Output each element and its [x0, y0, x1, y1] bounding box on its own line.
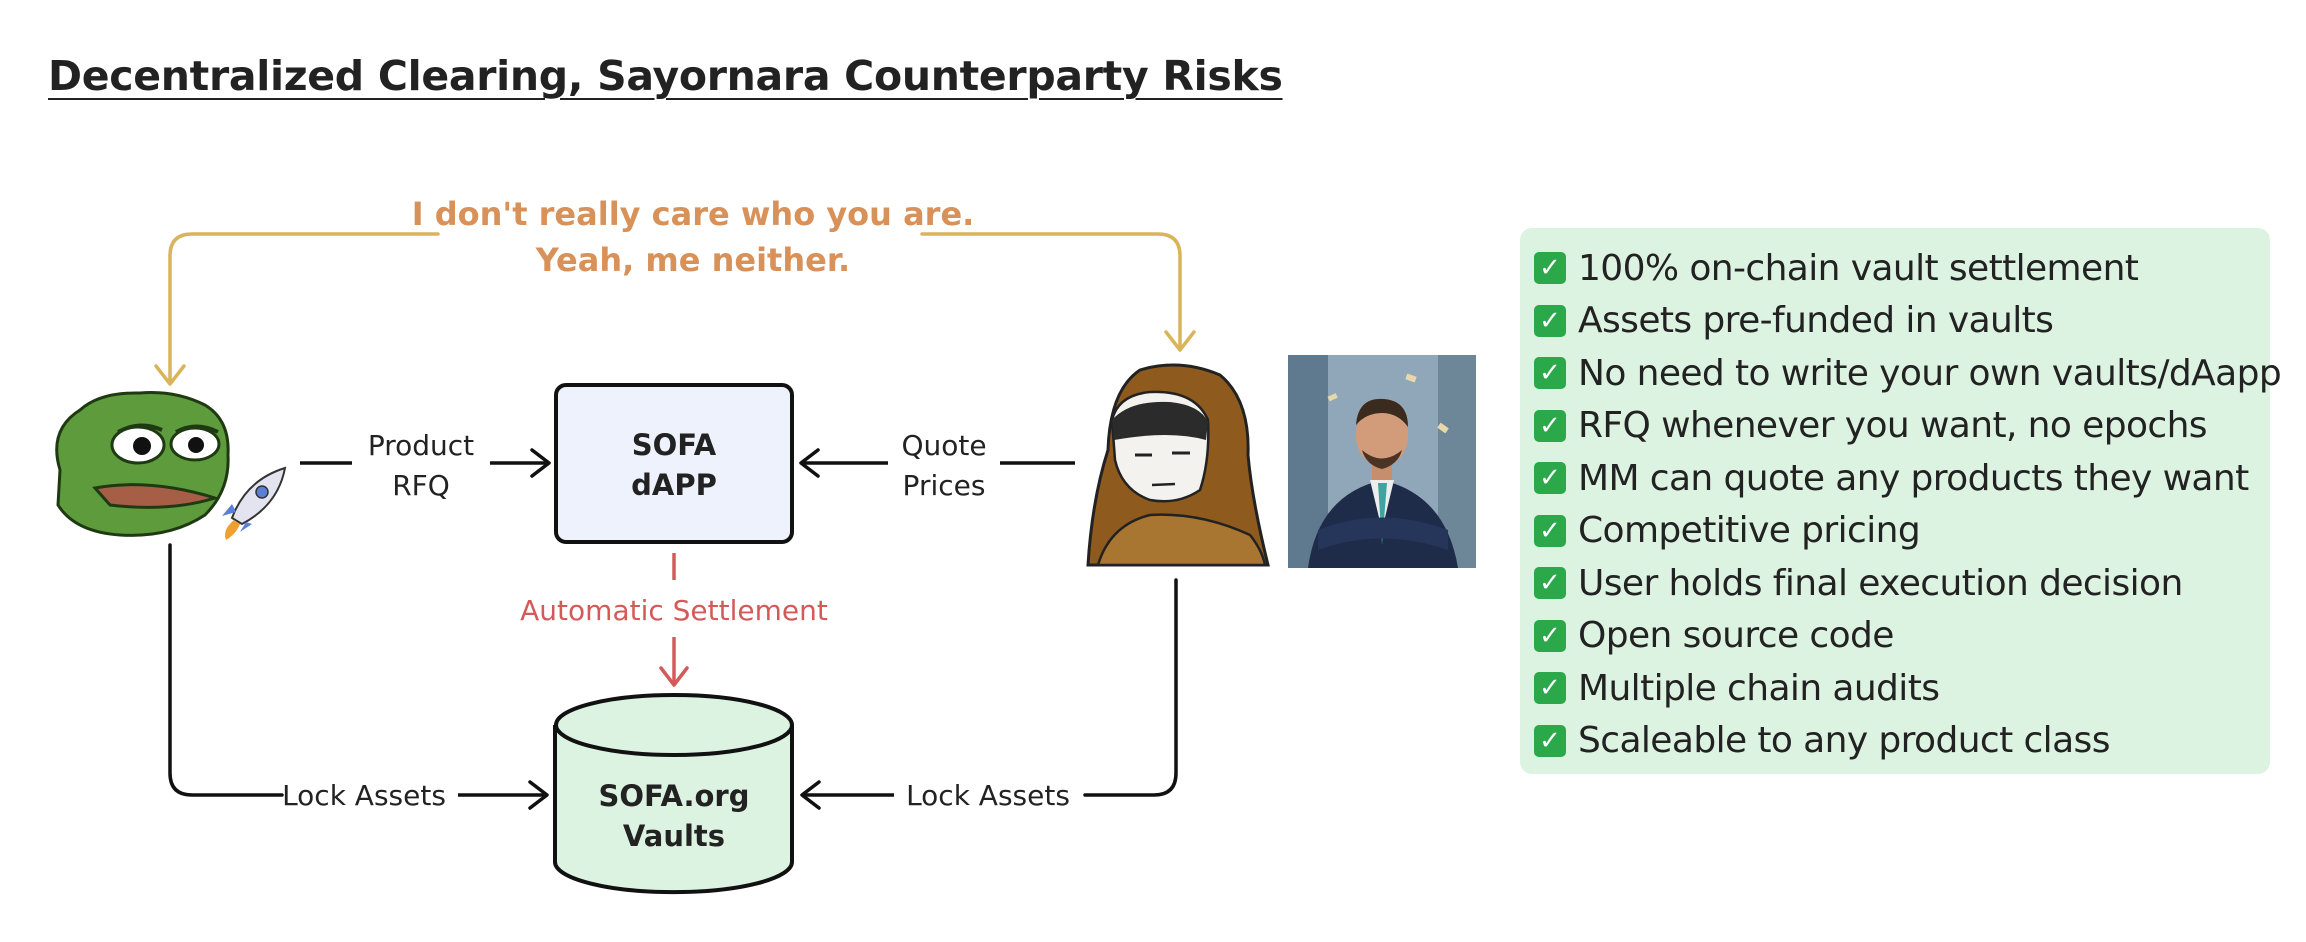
dapp-label-2: dAPP — [631, 468, 717, 502]
hooded-character-icon — [1086, 363, 1270, 567]
product-rfq-label-2: RFQ — [392, 469, 450, 502]
vaults-label-2: Vaults — [623, 819, 725, 853]
pepe-frog-icon — [55, 391, 230, 537]
sofa-vaults-cylinder: SOFA.org Vaults — [553, 693, 794, 895]
sofa-dapp-box: SOFA dAPP — [554, 383, 794, 544]
checkmark-icon: ✓ — [1534, 567, 1566, 600]
feature-item: ✓RFQ whenever you want, no epochs — [1534, 400, 2270, 453]
quote-line-2: Yeah, me neither. — [535, 241, 850, 279]
features-list: ✓100% on-chain vault settlement ✓Assets … — [1520, 228, 2282, 768]
checkmark-icon: ✓ — [1534, 462, 1566, 495]
checkmark-icon: ✓ — [1534, 514, 1566, 547]
feature-item: ✓100% on-chain vault settlement — [1534, 242, 2270, 295]
lock-assets-right-line — [1083, 578, 1178, 797]
dapp-label-1: SOFA — [632, 428, 717, 462]
top-connector — [154, 232, 1196, 386]
lock-assets-right-label: Lock Assets — [906, 779, 1070, 812]
feature-item: ✓Competitive pricing — [1534, 505, 2270, 558]
feature-item: ✓Open source code — [1534, 610, 2270, 663]
checkmark-icon: ✓ — [1534, 619, 1566, 652]
vaults-label-1: SOFA.org — [598, 779, 749, 813]
checkmark-icon: ✓ — [1534, 357, 1566, 390]
page-title: Decentralized Clearing, Sayornara Counte… — [48, 52, 1283, 100]
checkmark-icon: ✓ — [1534, 304, 1566, 337]
lock-assets-left-label: Lock Assets — [282, 779, 446, 812]
checkmark-icon: ✓ — [1534, 409, 1566, 442]
checkmark-icon: ✓ — [1534, 672, 1566, 705]
quote-line-1: I don't really care who you are. — [412, 195, 975, 233]
rocket-icon — [222, 466, 287, 540]
feature-item: ✓Multiple chain audits — [1534, 662, 2270, 715]
feature-item: ✓No need to write your own vaults/dAapp — [1534, 347, 2282, 400]
feature-item: ✓MM can quote any products they want — [1534, 452, 2270, 505]
product-rfq-label-1: Product — [368, 429, 474, 462]
automatic-settlement-label: Automatic Settlement — [520, 594, 828, 627]
quote-prices-label-1: Quote — [901, 429, 986, 462]
businessman-portrait — [1288, 355, 1476, 568]
feature-item: ✓User holds final execution decision — [1534, 557, 2270, 610]
lock-assets-left-line — [168, 543, 284, 797]
feature-item: ✓Assets pre-funded in vaults — [1534, 295, 2270, 348]
quote-prices-label-2: Prices — [903, 469, 986, 502]
features-panel: ✓100% on-chain vault settlement ✓Assets … — [1520, 228, 2282, 774]
feature-item: ✓Scaleable to any product class — [1534, 715, 2270, 768]
checkmark-icon: ✓ — [1534, 724, 1566, 757]
checkmark-icon: ✓ — [1534, 252, 1566, 285]
